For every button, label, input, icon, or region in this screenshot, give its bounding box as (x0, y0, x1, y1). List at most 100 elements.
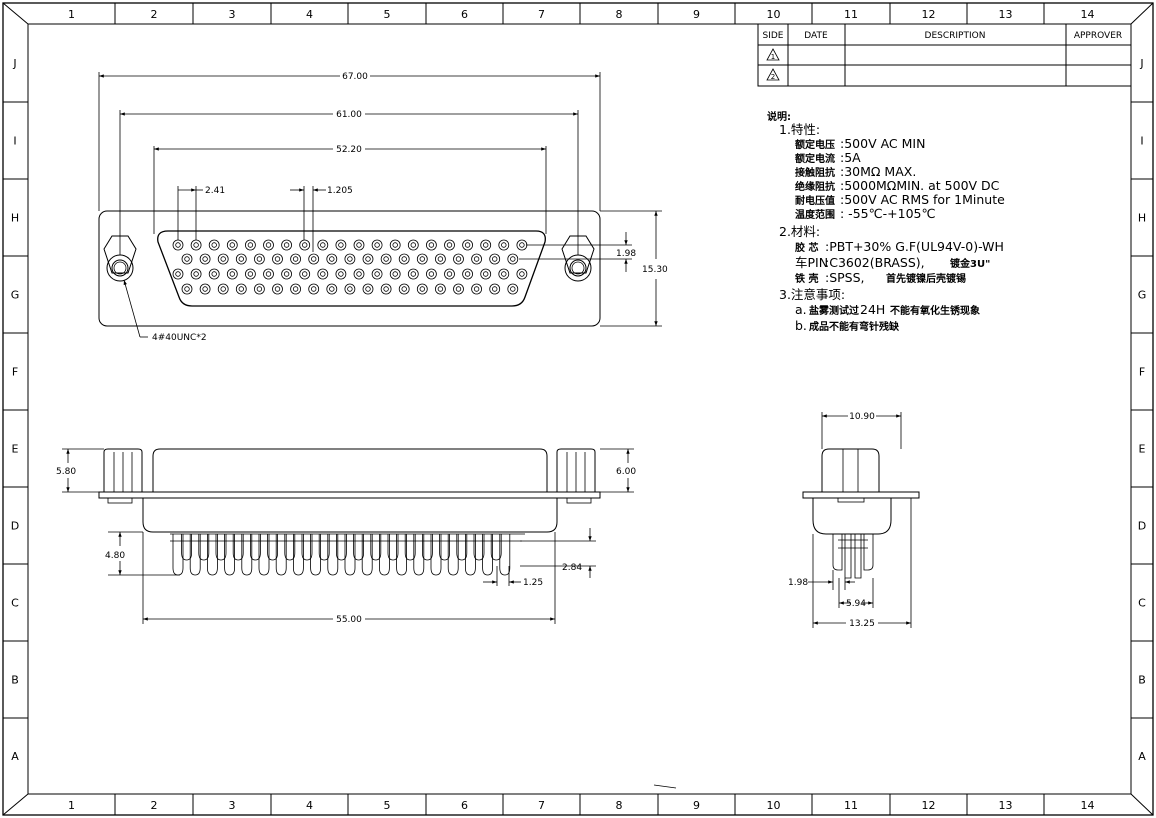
zone-col-label: 7 (538, 8, 545, 21)
pin-socket (244, 268, 256, 280)
zone-row-label: H (1138, 212, 1146, 225)
pin-socket (498, 239, 510, 251)
front-pin-grid (172, 239, 528, 295)
zone-row-label: D (11, 520, 19, 533)
pin-socket (416, 253, 428, 265)
zone-row-label: J (12, 57, 16, 70)
pin-socket (516, 239, 528, 251)
note-current-label: 额定电流 (795, 152, 835, 165)
dim-row-spacing: 1.98 (616, 249, 636, 259)
zone-col-label: 7 (538, 799, 545, 812)
side-flange (98, 491, 601, 499)
zone-row-label: C (1138, 597, 1146, 610)
pin-tail (430, 534, 442, 576)
pin-tail (207, 534, 218, 576)
pin-tail (241, 534, 253, 576)
dim-pin-height: 4.80 (105, 551, 125, 561)
pin-socket (371, 239, 383, 251)
zone-col-label: 9 (693, 799, 700, 812)
pin-socket (217, 283, 229, 295)
notes-section-properties: 1.特性: (779, 122, 820, 137)
end-pin-tails (832, 534, 874, 579)
dim-flange-height: 15.30 (642, 265, 668, 275)
note-pin-plating: 镀金3U" (950, 257, 990, 270)
zone-col-label: 10 (767, 799, 781, 812)
pin-socket (208, 239, 220, 251)
zone-col-label: 6 (461, 799, 468, 812)
pin-tail (404, 534, 416, 561)
pin-socket (281, 239, 293, 251)
pin-tail (361, 534, 373, 576)
pin-socket (380, 283, 392, 295)
note-a-text-2: 不能有氧化生锈现象 (890, 304, 980, 317)
note-b-text: 成品不能有弯针残缺 (809, 320, 900, 333)
pin-socket (389, 239, 401, 251)
zone-col-label: 8 (616, 8, 623, 21)
zone-row-label: E (1139, 443, 1146, 456)
zone-row-dividers (3, 101, 1153, 719)
zone-col-label: 9 (693, 8, 700, 21)
pin-socket (335, 239, 347, 251)
pin-socket (434, 283, 446, 295)
right-mount-nut (561, 235, 595, 282)
pin-socket (344, 283, 356, 295)
note-insulation-value: :5000MΩMIN. at 500V DC (840, 178, 1000, 193)
pin-socket (199, 283, 211, 295)
pin-socket (407, 268, 419, 280)
note-insulator-value: :PBT+30% G.F(UL94V-0)-WH (825, 239, 1004, 254)
pin-socket (181, 253, 193, 265)
zone-col-label: 14 (1081, 8, 1095, 21)
dim-end-inner-width: 5.94 (846, 599, 866, 609)
pin-socket (362, 283, 374, 295)
pin-socket (444, 268, 455, 280)
pin-tail (189, 534, 201, 576)
pin-tail (275, 534, 287, 576)
pin-socket (471, 283, 483, 295)
zone-row-label: G (1138, 289, 1147, 302)
zone-col-label: 10 (767, 8, 781, 21)
pin-socket (380, 253, 392, 265)
side-shell-top (152, 448, 548, 492)
zone-col-label: 2 (151, 799, 158, 812)
pin-socket (326, 253, 338, 265)
zone-row-label: F (12, 366, 18, 379)
pin-tail (447, 534, 459, 576)
dim-end-outer-width: 13.25 (849, 619, 875, 629)
zone-col-label: 13 (999, 8, 1013, 21)
note-shell-value: :SPSS, (825, 270, 865, 285)
pin-tail (422, 534, 433, 561)
dim-tail-pitch: 2.84 (562, 563, 582, 573)
pin-socket (235, 253, 247, 265)
pin-socket (308, 253, 320, 265)
pin-socket (172, 239, 184, 251)
note-pin-label: 车PIN (795, 255, 828, 270)
zone-col-label: 12 (922, 799, 936, 812)
zone-col-label: 6 (461, 8, 468, 21)
pin-socket (290, 253, 302, 265)
pin-socket (398, 283, 410, 295)
zone-col-label: 5 (384, 8, 391, 21)
zone-col-label: 14 (1081, 799, 1095, 812)
zone-row-label: F (1139, 366, 1145, 379)
dim-end-row-offset: 1.98 (788, 578, 808, 588)
pin-socket (425, 239, 437, 251)
zone-row-label: H (11, 212, 19, 225)
pin-socket (317, 268, 329, 280)
pin-socket (226, 268, 238, 280)
rev-header-approver: APPROVER (1074, 31, 1122, 41)
zone-col-label: 11 (844, 8, 858, 21)
pin-tail (310, 534, 321, 576)
rev-header-description: DESCRIPTION (925, 31, 986, 41)
side-right-standoff (556, 448, 596, 492)
note-insulator-label: 胶 芯 (795, 241, 818, 254)
pin-socket (416, 283, 428, 295)
zone-col-label: 13 (999, 799, 1013, 812)
pin-socket (480, 239, 492, 251)
zone-row-label: B (11, 674, 19, 687)
pin-socket (453, 283, 464, 295)
zone-row-label: B (1138, 674, 1146, 687)
pin-tail (284, 534, 296, 561)
